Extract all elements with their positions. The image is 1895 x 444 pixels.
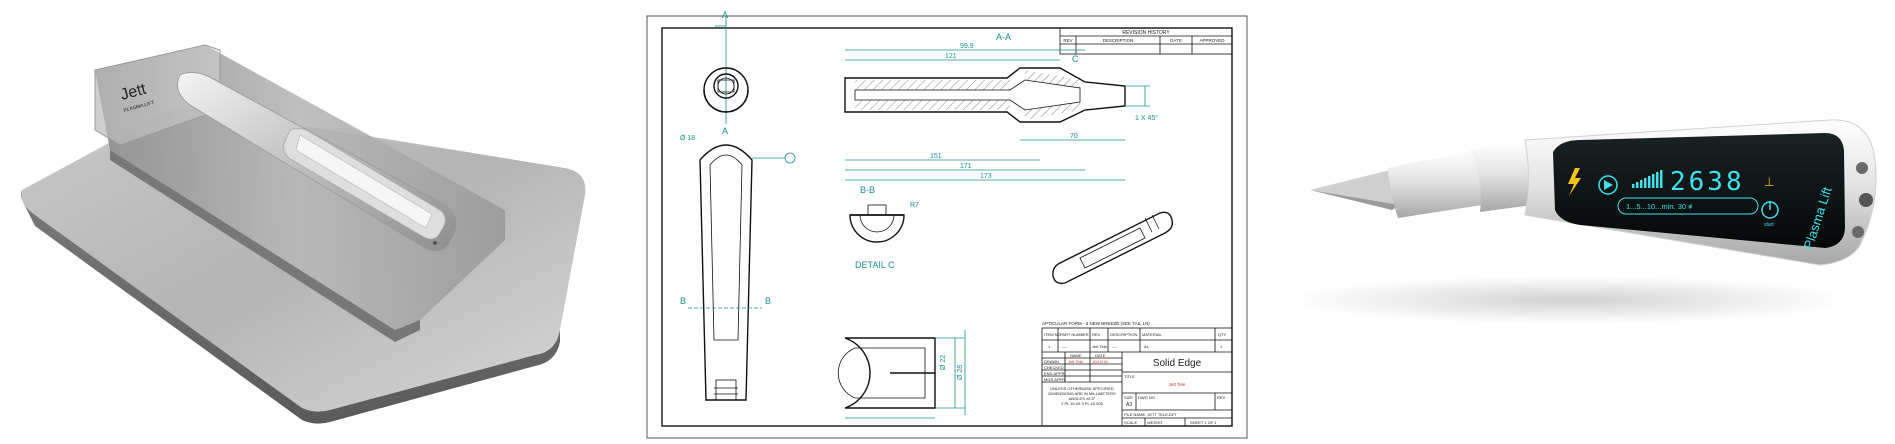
pen-dock-illustration: Jett PLASMA LIFT — [21, 44, 586, 424]
play-icon — [1598, 175, 1618, 195]
revision-history: REVISION HISTORY REV DESCRIPTION DATE AP… — [1059, 27, 1233, 55]
size-value: A3 — [1126, 402, 1132, 408]
dim-dia-28: Ø 28 — [957, 365, 964, 380]
plasma-pen-illustration: 2638 1...5...10...min. 30 ≢ ⊥ start Plas… — [1290, 119, 1877, 324]
parts-row-rev: Jett Tele — [1092, 344, 1108, 349]
section-b-left-label: B — [680, 296, 686, 306]
level-icon: ⊥ — [1764, 175, 1774, 189]
detail-c-label: DETAIL C — [855, 260, 895, 270]
parts-header-item: ITEM NO — [1044, 332, 1061, 337]
section-b-right-label: B — [765, 296, 771, 306]
parts-row-part: ---- — [1062, 344, 1068, 349]
dim-99-9: 99.9 — [960, 43, 974, 50]
section-bb-label: B-B — [860, 185, 875, 195]
side-view-long: Ø 18 B B — [680, 135, 796, 401]
plasma-pen-render: 2638 1...5...10...min. 30 ≢ ⊥ start Plas… — [1270, 0, 1895, 444]
dim-dia-22: Ø 22 — [940, 355, 947, 370]
rev-label: REV — [1217, 395, 1226, 400]
title-label: TITLE — [1124, 374, 1135, 379]
company-name: Solid Edge — [1153, 358, 1202, 369]
parts-row-qty: 1 — [1220, 344, 1223, 349]
part-title: Jett Tele — [1169, 382, 1186, 387]
file-name: FILE NAME: JETT TELE.DFT — [1124, 412, 1177, 417]
drawn-name: Jett Tele — [1068, 359, 1084, 364]
dock-brand: Jett — [119, 81, 149, 104]
dim-chamfer: 1 X 45° — [1135, 114, 1158, 122]
dim-171: 171 — [960, 163, 972, 170]
section-aa-label: A-A — [996, 32, 1011, 42]
section-bb-view: B-B R7 DETAIL C — [849, 185, 919, 270]
section-a-bottom-label: A — [722, 126, 728, 136]
parts-row-description: ---- — [1112, 344, 1118, 349]
name-col: NAME — [1070, 353, 1082, 358]
dim-70: 70 — [1070, 133, 1078, 140]
description-col: DESCRIPTION — [1103, 38, 1134, 43]
date-col-title: DATE — [1095, 353, 1106, 358]
counter-display: 2638 — [1670, 167, 1745, 197]
dim-173: 173 — [980, 173, 992, 180]
pen-dock-render: Jett PLASMA LIFT — [0, 0, 620, 444]
bottom-detail-view: Ø 22 Ø 28 — [837, 330, 966, 419]
lightning-icon — [1568, 168, 1581, 196]
dim-151: 151 — [930, 153, 942, 160]
parts-header-qty: QTY — [1218, 332, 1227, 337]
drawing-sheet: REVISION HISTORY REV DESCRIPTION DATE AP… — [646, 10, 1248, 439]
parts-header-part: PART NUMBER — [1060, 332, 1089, 337]
parts-header-rev: REV — [1092, 332, 1101, 337]
timer-scale: 1...5...10...min. 30 ≢ — [1626, 202, 1696, 211]
dim-dia-18: Ø 18 — [680, 135, 695, 142]
scale-label: SCALE — [1124, 420, 1137, 425]
drawn-date: 10/10/16 — [1092, 359, 1108, 364]
approved-col: APPROVED — [1199, 38, 1225, 43]
revision-history-title: REVISION HISTORY — [1122, 30, 1170, 36]
power-label: start — [1764, 222, 1774, 228]
parts-row-material: AL — [1144, 344, 1150, 349]
dim-r7: R7 — [910, 202, 919, 209]
drawn-label: DRAWN — [1044, 359, 1059, 364]
title-block: APTICULAR FORM - 3 NEW BREEZE (SEE TAIL … — [1041, 321, 1233, 427]
dim-121: 121 — [945, 53, 957, 60]
technical-drawing: REVISION HISTORY REV DESCRIPTION DATE AP… — [640, 0, 1260, 444]
size-label: SIZE — [1124, 395, 1133, 400]
rev-col: REV — [1063, 38, 1072, 43]
section-aa-view: A-A 99.9 121 C 151 171 173 70 1 X 45° — [844, 32, 1158, 181]
sheet-label: SHEET 1 OF 1 — [1190, 420, 1217, 425]
drawing-note: APTICULAR FORM - 3 NEW BREEZE (SEE TAIL … — [1042, 321, 1150, 326]
mgr-appr-label: MGR APPR — [1044, 377, 1065, 382]
checked-label: CHECKED — [1044, 365, 1064, 370]
eng-appr-label: ENG APPR — [1044, 371, 1065, 376]
dwg-no-label: DWG NO — [1138, 395, 1155, 400]
intensity-bars-icon — [1632, 170, 1663, 188]
parts-row-item: 1 — [1048, 344, 1051, 349]
date-col: DATE — [1170, 38, 1182, 43]
weight-label: WEIGHT — [1147, 420, 1164, 425]
end-view-top: A A — [703, 10, 749, 136]
section-a-top-label: A — [722, 10, 728, 20]
parts-header-description: DESCRIPTION — [1110, 332, 1137, 337]
power-icon[interactable] — [1761, 201, 1779, 219]
parts-header-material: MATERIAL — [1142, 332, 1162, 337]
detail-c-marker: C — [1072, 54, 1079, 64]
isometric-pen — [1052, 211, 1174, 285]
